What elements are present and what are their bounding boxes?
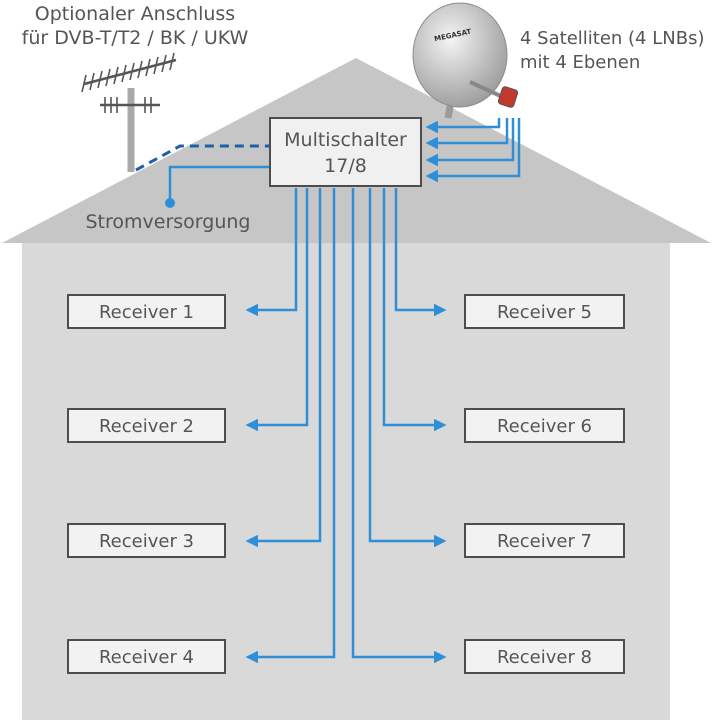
receiver-7: Receiver 7 [464,523,625,558]
lnb-feed-line-4 [425,118,521,183]
multiswitch-label-line2: 17/8 [324,155,367,177]
receiver-6: Receiver 6 [464,408,625,443]
lnb-feed-line-2 [425,118,509,150]
receiver-5: Receiver 5 [464,294,625,329]
receiver-label: Receiver 4 [99,647,194,668]
receiver-4: Receiver 4 [67,639,226,674]
receiver-line-5 [394,188,447,317]
receiver-line-2 [245,188,309,432]
receiver-label: Receiver 2 [99,416,194,437]
receiver-line-3 [245,188,322,548]
cables [168,118,521,664]
power-line [168,165,270,202]
receiver-label: Receiver 1 [99,302,194,323]
power-label: Stromversorgung [86,211,251,233]
terrestrial-dashed-line [135,144,270,172]
receiver-line-8 [351,188,447,664]
receiver-label: Receiver 8 [497,647,592,668]
receiver-boxes: Receiver 1 Receiver 2 Receiver 3 Receive… [67,294,625,674]
receiver-label: Receiver 6 [497,416,592,437]
lnb-feed-line-3 [425,118,515,167]
power-dot [165,198,175,208]
receiver-3: Receiver 3 [67,523,226,558]
receiver-line-7 [368,188,447,548]
receiver-line-1 [245,188,298,317]
multiswitch-label-line1: Multischalter [284,129,407,151]
annotations: Optionaler Anschluss für DVB-T/T2 / BK /… [22,3,705,233]
receiver-line-6 [382,188,447,432]
receiver-8: Receiver 8 [464,639,625,674]
multiswitch-box [269,117,422,187]
satellite-label-line1: 4 Satelliten (4 LNBs) [520,28,704,49]
multiswitch: Multischalter 17/8 [269,117,422,187]
receiver-label: Receiver 7 [497,531,592,552]
terrestrial-antenna-icon [81,52,177,172]
receiver-1: Receiver 1 [67,294,226,329]
satellite-label-line2: mit 4 Ebenen [520,52,640,73]
optional-label-line2: für DVB-T/T2 / BK / UKW [22,27,249,49]
lnb-feed-line-1 [425,118,501,134]
receiver-2: Receiver 2 [67,408,226,443]
lnb-icon [497,86,519,108]
receiver-label: Receiver 3 [99,531,194,552]
receiver-label: Receiver 5 [497,302,592,323]
optional-label-line1: Optionaler Anschluss [35,3,235,25]
satellite-dish-icon: MEGASAT [412,2,519,119]
receiver-line-4 [245,188,336,664]
